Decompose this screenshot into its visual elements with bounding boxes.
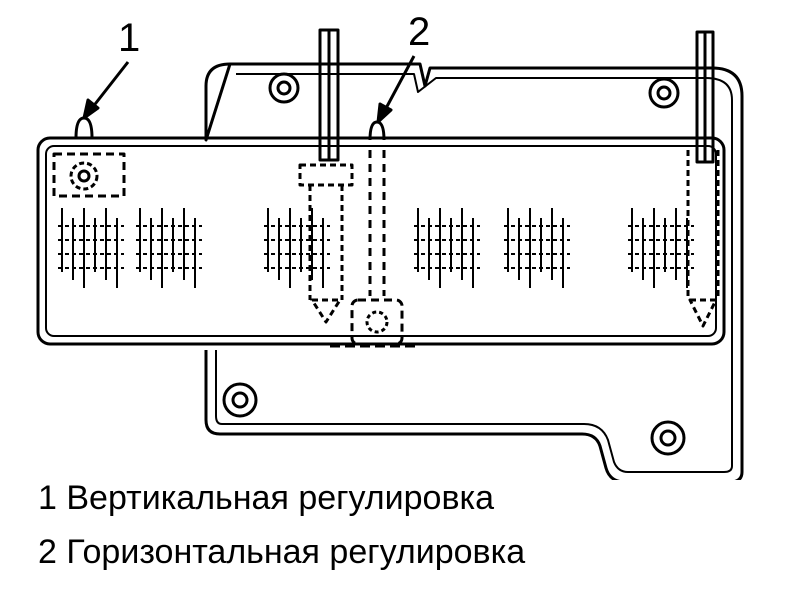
lens-pattern xyxy=(58,208,694,288)
mounting-bracket-inner-outline xyxy=(215,73,733,473)
headlamp-housing xyxy=(36,136,726,346)
callout-number-1: 1 xyxy=(118,16,141,60)
callout-number-2: 2 xyxy=(408,10,431,54)
vertical-adjuster-point xyxy=(52,116,126,198)
legend-item-vertical: 1 Вертикальная регулировка xyxy=(38,478,494,518)
mounting-bolt-bottom-left xyxy=(222,382,258,418)
lens-block xyxy=(628,208,694,288)
mounting-bolt-top-left xyxy=(268,72,300,104)
legend-text: Вертикальная регулировка xyxy=(66,479,495,517)
lens-block xyxy=(58,208,124,288)
lens-block xyxy=(504,208,570,288)
legend-number: 1 xyxy=(38,479,57,517)
legend-number: 2 xyxy=(38,533,57,571)
mounting-bolt-bottom-right xyxy=(650,420,686,456)
lens-block xyxy=(136,208,202,288)
lens-block xyxy=(264,208,330,288)
adjuster-screw-center xyxy=(298,28,354,324)
legend-text: Горизонтальная регулировка xyxy=(66,533,526,571)
callout-arrow-2 xyxy=(376,55,416,124)
mounting-bracket-outline xyxy=(204,62,744,480)
callout-arrow-1 xyxy=(82,61,130,120)
headlamp-assembly-diagram xyxy=(36,28,744,480)
lens-block xyxy=(414,208,480,288)
mounting-bolt-top-right xyxy=(648,77,680,109)
adjuster-screw-right xyxy=(686,30,720,328)
legend-item-horizontal: 2 Горизонтальная регулировка xyxy=(38,532,525,572)
headlamp-housing-inner xyxy=(45,145,717,337)
horizontal-adjuster-point xyxy=(330,120,420,348)
